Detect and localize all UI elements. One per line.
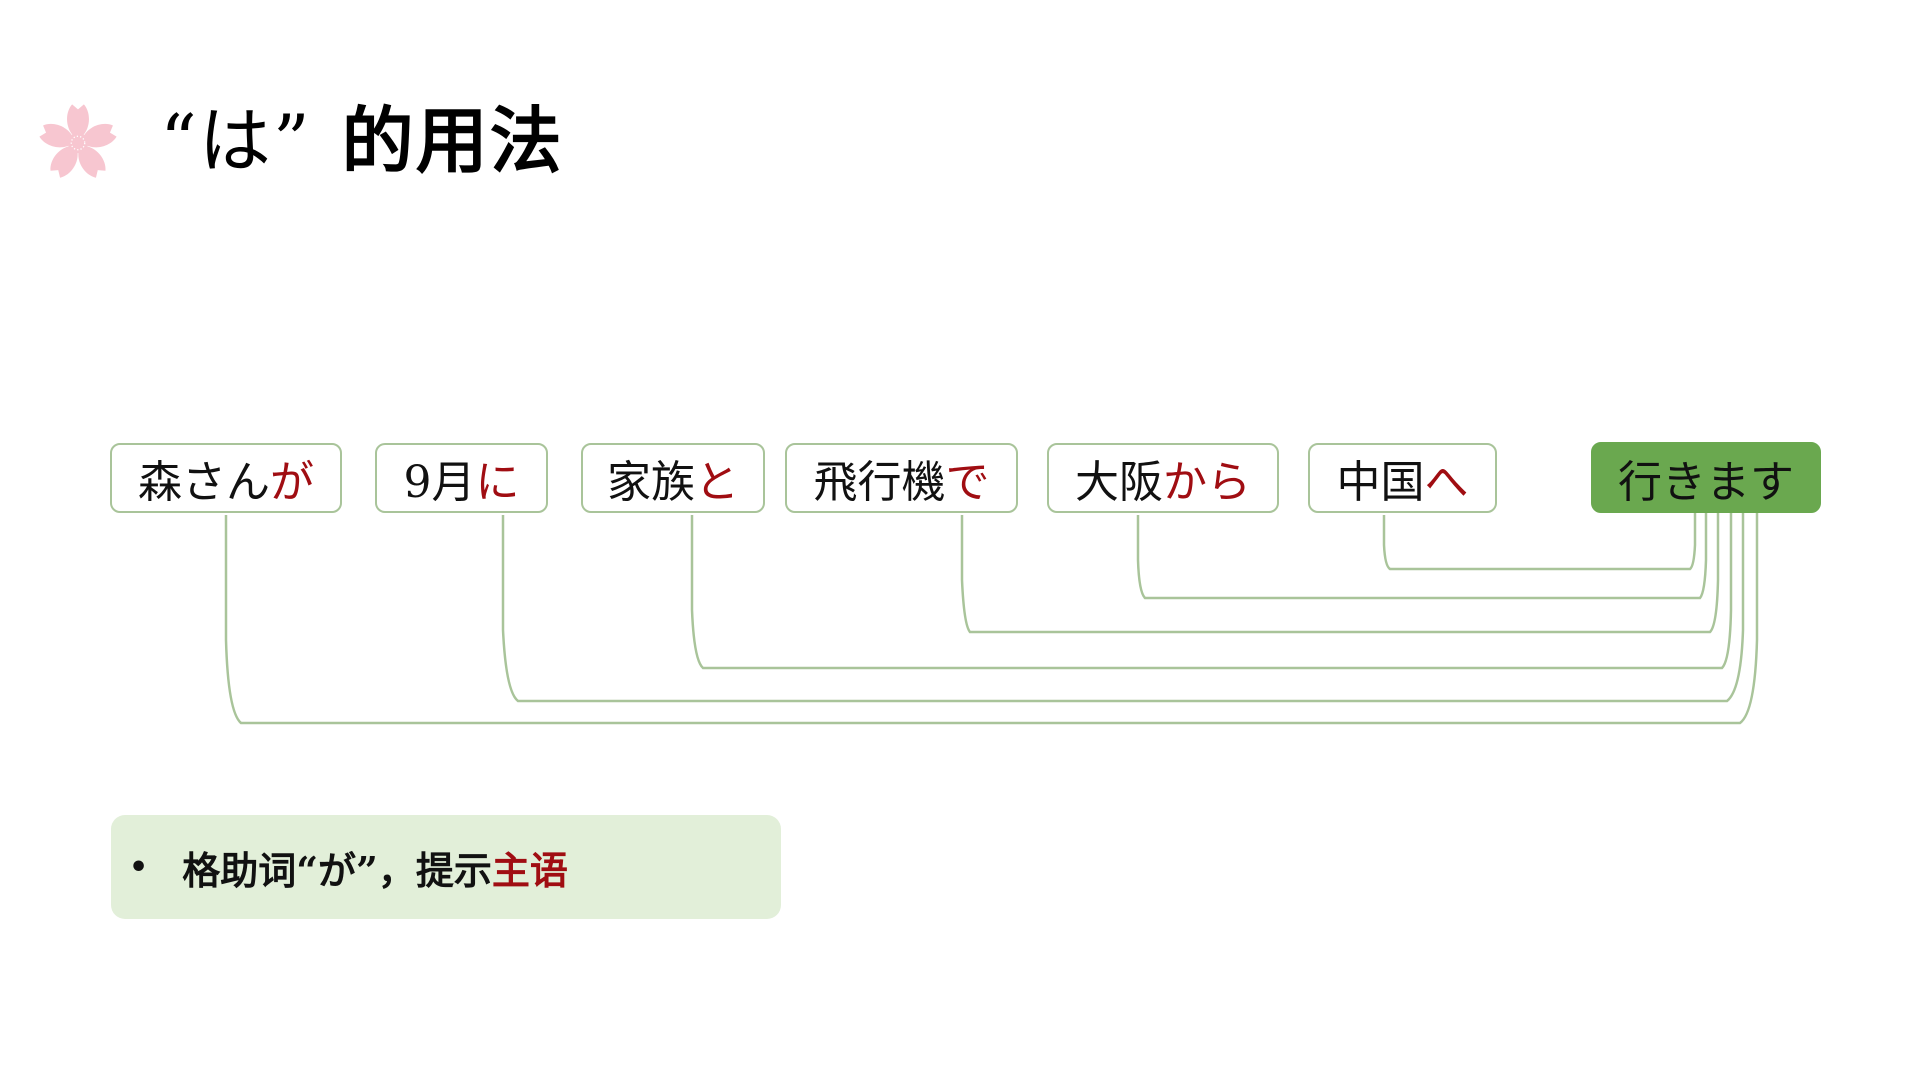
- phrase-word: 大阪: [1075, 457, 1163, 508]
- phrase-word: 森さん: [138, 457, 270, 508]
- phrase-particle: から: [1163, 457, 1251, 508]
- phrase-word: 家族: [607, 457, 695, 508]
- phrase-box-osaka-kara: 大阪から: [1047, 443, 1279, 513]
- phrase-particle: と: [695, 457, 739, 508]
- title-particle: は: [198, 99, 273, 183]
- connector-ga: [224, 513, 1759, 725]
- note-highlight: 主语: [491, 847, 568, 893]
- title-close-quote: ”: [272, 99, 312, 183]
- phrase-word: 中国: [1336, 457, 1425, 508]
- phrase-box-chugoku-he: 中国へ: [1308, 443, 1497, 513]
- phrase-particle: へ: [1424, 457, 1469, 508]
- connector-kara: [1136, 513, 1708, 600]
- connector-to: [690, 513, 1733, 670]
- connector-de: [960, 513, 1720, 634]
- title-rest: 的用法: [341, 99, 564, 183]
- page-title: “は” 的用法: [160, 96, 564, 186]
- phrase-box-kugatsu-ni: 9月に: [375, 443, 548, 513]
- phrase-box-kazoku-to: 家族と: [581, 443, 765, 513]
- bullet-icon: •: [129, 849, 149, 885]
- phrase-particle: が: [270, 457, 314, 508]
- connector-he: [1382, 513, 1697, 571]
- sakura-flower-icon: [37, 104, 119, 181]
- connector-ni: [501, 513, 1745, 703]
- phrase-particle: に: [475, 457, 520, 508]
- verb-text: 行きます: [1618, 456, 1794, 508]
- phrase-box-mori-san-ga: 森さんが: [110, 443, 342, 513]
- verb-box-ikimasu: 行きます: [1591, 442, 1821, 513]
- title-open-quote: “: [160, 99, 199, 183]
- explanation-note: • 格助词“が”，提示主语: [111, 815, 781, 919]
- note-text: 格助词“が”，提示: [182, 847, 492, 893]
- phrase-word: 飛行機: [813, 457, 946, 508]
- phrase-box-hikouki-de: 飛行機で: [785, 443, 1018, 513]
- phrase-particle: で: [945, 457, 990, 508]
- phrase-word: 9月: [403, 457, 476, 508]
